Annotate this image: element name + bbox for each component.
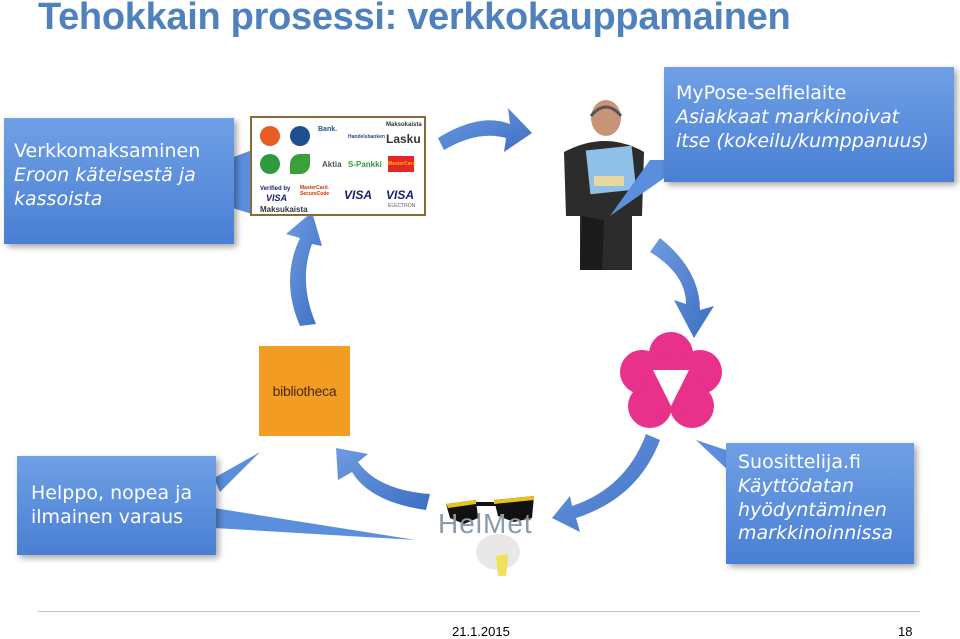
callout-line: Verkkomaksaminen	[14, 140, 201, 162]
callout-line: MyPose-selfielaite	[676, 82, 847, 104]
person-photo	[564, 100, 644, 270]
callout-tail	[214, 452, 416, 540]
lasku-logo: Lasku	[386, 132, 421, 146]
arrow-left	[286, 212, 322, 326]
payment-logos: Bank. Handelsbanken Maksukaista Lasku Ak…	[250, 116, 426, 216]
electron-label: ELECTRON	[388, 203, 416, 209]
visa-logo: VISA	[344, 188, 373, 202]
callout-line: Asiakkaat markkinoivat	[676, 105, 900, 128]
callout-payment: Verkkomaksaminen Eroon käteisestä ja kas…	[4, 118, 234, 244]
callout-line: markkinoinnissa	[738, 522, 893, 545]
helmet-text: HelMet	[438, 508, 533, 539]
verified-logo: Verified by	[260, 186, 291, 192]
bank-logo: Bank.	[318, 126, 338, 133]
spankki-logo: S-Pankki	[348, 160, 382, 169]
maksukaista-logo: Maksukaista	[386, 122, 422, 128]
visa-electron-logo: VISA	[386, 188, 415, 202]
callout-line: hyödyntäminen	[738, 498, 887, 521]
arrow-bottom-left	[336, 448, 430, 510]
callout-line: Helppo, nopea ja	[31, 482, 193, 504]
clover-logo	[260, 154, 280, 174]
arrow-right	[650, 238, 714, 338]
securecode-logo: MasterCard. SecureCode	[300, 185, 330, 197]
callout-line: Eroon käteisestä ja	[14, 163, 196, 186]
callout-suosittelija: Suosittelija.fi Käyttödatan hyödyntämine…	[726, 443, 914, 564]
callout-line: itse (kokeilu/kumppanuus)	[676, 129, 929, 152]
suosittelija-logo	[620, 332, 722, 428]
nordea-logo	[290, 126, 310, 146]
footer-date: 21.1.2015	[452, 624, 510, 639]
bibliotheca-text: bibliotheca	[272, 383, 337, 399]
maksukaista-bottom-logo: Maksukaista	[260, 205, 308, 214]
handelsbanken-logo: Handelsbanken	[348, 134, 385, 140]
op-logo	[260, 126, 280, 146]
callout-line: Suosittelija.fi	[738, 451, 861, 473]
arrow-bottom-right	[552, 434, 660, 532]
callout-reservation: Helppo, nopea ja ilmainen varaus	[17, 456, 216, 555]
mastercard-logo: MasterCard	[388, 156, 416, 172]
callout-line: Käyttödatan	[738, 474, 855, 497]
callout-line: kassoista	[14, 187, 103, 210]
footer-divider	[38, 611, 920, 612]
leaf-logo	[290, 154, 310, 174]
callout-tail	[696, 440, 732, 474]
aktia-logo: Aktia	[322, 160, 342, 169]
bibliotheca-logo: bibliotheca	[259, 346, 350, 436]
slide-title: Tehokkain prosessi: verkkokauppamainen	[38, 0, 791, 38]
verified-visa-logo: VISA	[266, 193, 288, 203]
page-number: 18	[898, 624, 913, 639]
callout-mypose: MyPose-selfielaite Asiakkaat markkinoiva…	[664, 67, 954, 182]
helmet-logo	[446, 496, 534, 576]
arrow-top	[438, 108, 532, 152]
callout-line: ilmainen varaus	[31, 505, 184, 528]
